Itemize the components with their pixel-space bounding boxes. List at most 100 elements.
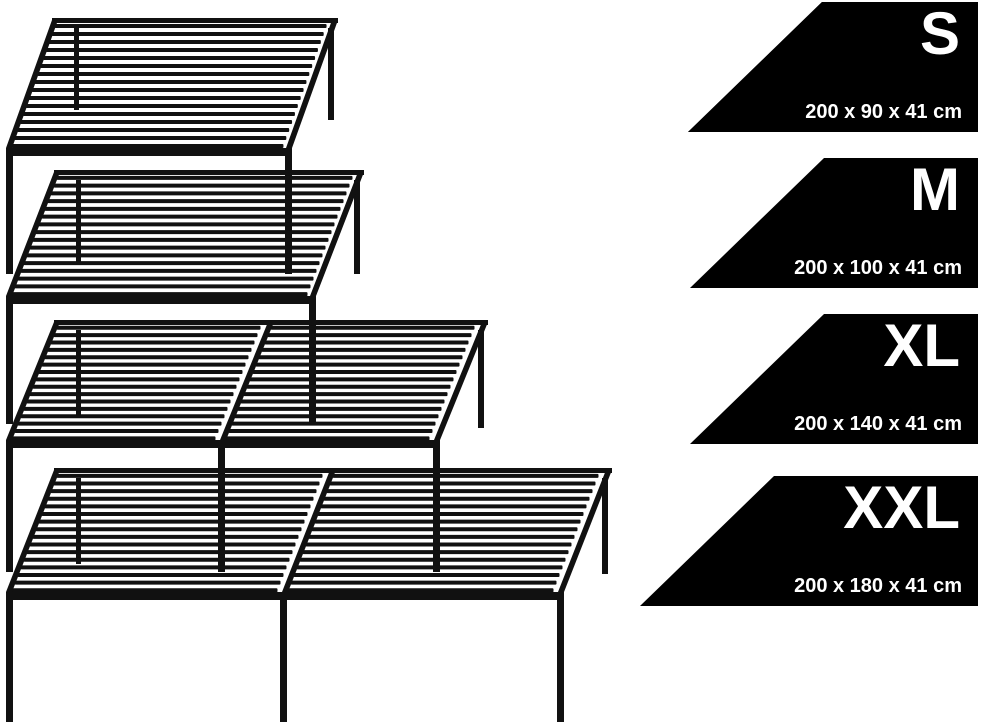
slat [44, 355, 249, 360]
size-label-xl: XL 200 x 140 x 41 cm [690, 314, 978, 444]
slat [23, 557, 290, 562]
label-banner-shape [690, 158, 978, 288]
slat [20, 268, 317, 273]
slat [17, 572, 284, 577]
slat [270, 325, 475, 330]
slat [323, 496, 590, 501]
bed-frames-illustration [6, 18, 612, 722]
side-rail [6, 172, 60, 296]
slat [54, 24, 327, 28]
slat [17, 128, 290, 132]
slat [32, 237, 329, 242]
size-code: XL [883, 312, 960, 379]
leg [6, 152, 13, 274]
slat [41, 511, 308, 516]
slat [29, 392, 234, 397]
side-rail [434, 322, 488, 440]
back-rail [54, 320, 488, 325]
slat [32, 534, 299, 539]
slat [47, 496, 314, 501]
leg [557, 596, 564, 722]
slat [240, 399, 445, 404]
label-banner-shape [688, 2, 978, 132]
slat [22, 112, 295, 116]
slat [329, 481, 596, 486]
side-rail [6, 20, 58, 148]
center-rail [220, 322, 274, 440]
size-label-s: S 200 x 90 x 41 cm [688, 2, 978, 132]
slat [47, 199, 344, 204]
slat [20, 565, 287, 570]
slat [249, 377, 454, 382]
slat [290, 580, 557, 585]
slat [56, 175, 353, 180]
slat [225, 436, 430, 441]
back-rail [54, 468, 612, 473]
slat [228, 428, 433, 433]
size-code: XXL [843, 474, 960, 541]
slat [50, 191, 347, 196]
size-dimensions: 200 x 180 x 41 cm [794, 575, 962, 597]
slat [20, 120, 293, 124]
slat [305, 542, 572, 547]
slat [14, 580, 281, 585]
back-rail [54, 170, 364, 175]
slat [11, 144, 284, 148]
leg [280, 596, 287, 722]
slat [11, 292, 308, 297]
slat [20, 414, 225, 419]
slat [11, 436, 216, 441]
label-banner-shape [690, 314, 978, 444]
slat [14, 136, 287, 140]
leg [6, 300, 13, 424]
slat [332, 473, 599, 478]
slat [50, 489, 317, 494]
slat [267, 333, 472, 338]
slat [26, 253, 323, 258]
size-dimensions: 200 x 90 x 41 cm [805, 101, 962, 123]
slat [237, 406, 442, 411]
slat [302, 550, 569, 555]
slat [11, 588, 278, 593]
slat [34, 80, 307, 84]
bed-frame-s [6, 18, 338, 274]
side-rail [286, 20, 338, 148]
slat [296, 565, 563, 570]
slat [264, 340, 469, 345]
slat [29, 245, 326, 250]
slat [23, 406, 228, 411]
slat [23, 261, 320, 266]
size-label-xxl: XXL 200 x 180 x 41 cm [640, 476, 978, 606]
slat [320, 504, 587, 509]
slat [35, 527, 302, 532]
slat [17, 276, 314, 281]
slat [293, 572, 560, 577]
slat [252, 369, 457, 374]
label-banner-shape [640, 476, 978, 606]
leg [6, 596, 13, 722]
center-rail [282, 470, 336, 592]
slat [314, 519, 581, 524]
slat [14, 284, 311, 289]
slat [47, 347, 252, 352]
side-rail [310, 172, 364, 296]
slat [25, 104, 298, 108]
slat [231, 421, 436, 426]
slat [287, 588, 554, 593]
size-dimensions: 200 x 140 x 41 cm [794, 413, 962, 435]
slat [258, 355, 463, 360]
side-rail [6, 322, 60, 440]
leg [6, 444, 13, 572]
slat [45, 48, 318, 52]
slat [243, 392, 448, 397]
size-label-m: M 200 x 100 x 41 cm [690, 158, 978, 288]
size-dimensions: 200 x 100 x 41 cm [794, 257, 962, 279]
leg [285, 152, 292, 274]
slat [35, 230, 332, 235]
slat [56, 325, 261, 330]
slat [38, 369, 243, 374]
slat [14, 428, 219, 433]
side-rail [558, 470, 612, 592]
slat [26, 399, 231, 404]
slat [51, 32, 324, 36]
